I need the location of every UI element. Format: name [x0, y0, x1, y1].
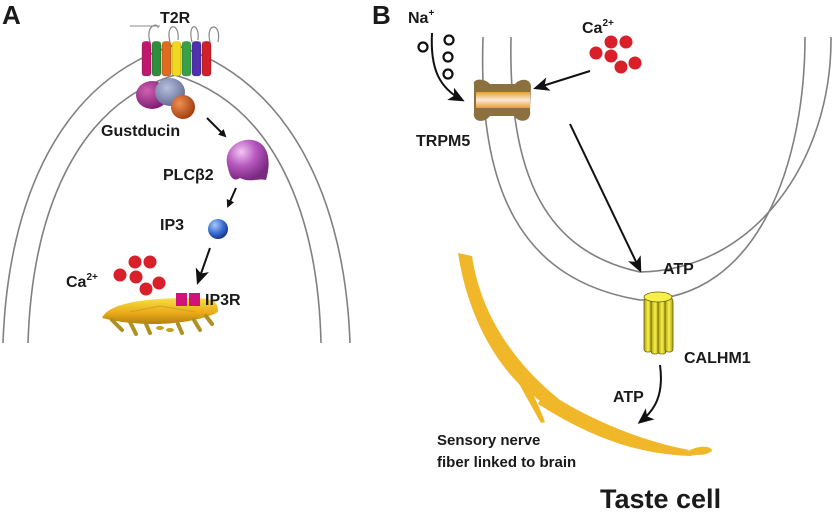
endoplasmic-reticulum-icon [102, 298, 218, 336]
cell-membrane-inner-b [481, 36, 806, 301]
arrow-plc-to-ip3 [226, 187, 237, 208]
calhm1-channel-icon [643, 291, 674, 355]
arrow-ip3-to-ip3r [195, 247, 211, 285]
sodium-label: Na+ [408, 8, 434, 27]
plc-label: PLCβ2 [163, 167, 214, 184]
t2r-receptor-icon [130, 24, 220, 77]
receptor-helix [171, 41, 182, 77]
atp-inside-label: ATP [663, 261, 694, 278]
nerve-label-line2: fiber linked to brain [437, 454, 576, 471]
nerve-label-line1: Sensory nerve [437, 432, 540, 449]
gustducin-label: Gustducin [101, 123, 180, 140]
calcium-label-b: Ca2+ [582, 18, 614, 37]
t2r-label: T2R [160, 10, 191, 27]
receptor-helix-cap [152, 41, 161, 45]
panel-a: A T2R Gustducin PLCβ2 IP3 [2, 0, 351, 344]
arrow-to-atp-release [569, 123, 642, 273]
ip3-label: IP3 [160, 217, 184, 234]
receptor-helix [201, 41, 212, 77]
trpm5-channel-icon [473, 79, 531, 121]
calcium-label-a: Ca2+ [66, 272, 98, 291]
receptor-helix-cap [192, 41, 201, 45]
receptor-helix [181, 41, 192, 77]
panel-b-letter: B [372, 0, 391, 30]
calhm1-label: CALHM1 [684, 350, 751, 367]
ip3r-label: IP3R [205, 292, 241, 309]
receptor-helix-cap [182, 41, 191, 45]
arrow-atp-to-nerve [637, 364, 662, 424]
gustducin-icon [136, 78, 195, 119]
arrow-sodium-influx [430, 32, 465, 102]
atp-released-label: ATP [613, 389, 644, 406]
calcium-ions-b [589, 35, 642, 74]
cell-membrane-outer-b [510, 36, 832, 273]
calcium-ions-a [113, 255, 166, 296]
arrow-gustducin-to-plc [206, 117, 227, 138]
trpm5-label: TRPM5 [416, 133, 470, 150]
receptor-helix-cap [172, 41, 181, 45]
receptor-helix-cap [142, 41, 151, 45]
ip3-molecule-icon [208, 219, 228, 239]
receptor-helix [151, 41, 162, 77]
receptor-helix [141, 41, 152, 77]
ip3r-channel-icon [176, 293, 200, 306]
receptor-helix-cap [202, 41, 211, 45]
panel-a-letter: A [2, 0, 21, 30]
arrow-calcium-to-trpm5 [533, 70, 591, 91]
sensory-nerve-fiber-icon [458, 253, 712, 456]
receptor-helix [191, 41, 202, 77]
panel-b: B Na+ Ca2+ TRPM5 [372, 0, 832, 514]
receptor-helix-cap [162, 41, 171, 45]
sodium-ions [417, 34, 455, 80]
receptor-helix [161, 41, 172, 77]
taste-cell-caption: Taste cell [600, 484, 721, 514]
plc-beta2-icon [226, 139, 269, 181]
